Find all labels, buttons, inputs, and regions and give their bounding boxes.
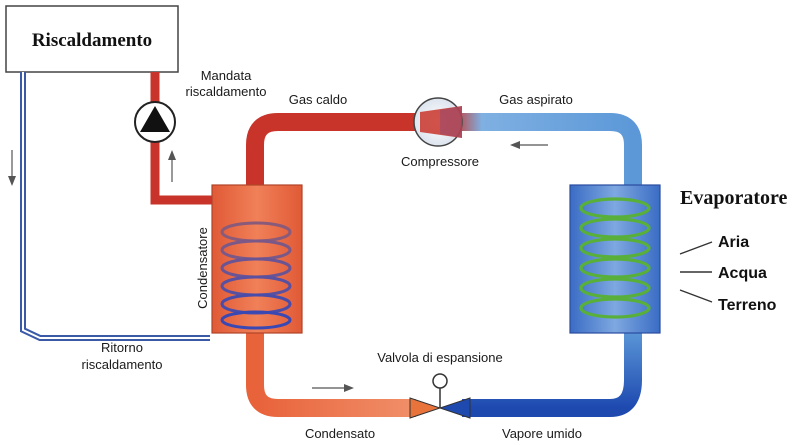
supply-label-line2: riscaldamento (186, 84, 267, 99)
suction-gas-label: Gas aspirato (499, 92, 573, 107)
up-arrow-icon (168, 150, 176, 182)
evaporator-label: Evaporatore (680, 187, 788, 209)
expansion-valve-icon (409, 373, 471, 419)
supply-label-line1: Mandata (201, 68, 252, 83)
down-arrow-icon (8, 150, 16, 186)
source-lines (679, 241, 713, 303)
wet-vapor-pipe (462, 330, 642, 417)
source-water: Acqua (718, 265, 767, 282)
heating-box-label: Riscaldamento (32, 30, 152, 51)
heating-box: Riscaldamento (5, 5, 179, 73)
hot-gas-label: Gas caldo (289, 92, 348, 107)
condensate-pipe (246, 330, 416, 417)
compressor-icon (413, 97, 463, 147)
return-label-line1: Ritorno (101, 340, 143, 355)
source-ground: Terreno (718, 297, 777, 314)
source-air: Aria (718, 234, 749, 251)
expansion-valve-label: Valvola di espansione (377, 350, 503, 365)
return-label-line2: riscaldamento (82, 357, 163, 372)
right-arrow-icon (312, 384, 354, 392)
compressor-label: Compressore (401, 154, 479, 169)
condenser: Condensatore (195, 184, 303, 334)
return-pipe (20, 72, 210, 341)
wet-vapor-label: Vapore umido (502, 426, 582, 441)
circulation-pump-icon (134, 101, 176, 143)
evaporator (569, 184, 661, 334)
condensate-label: Condensato (305, 426, 375, 441)
condenser-label: Condensatore (195, 227, 210, 309)
left-arrow-icon (510, 141, 548, 149)
